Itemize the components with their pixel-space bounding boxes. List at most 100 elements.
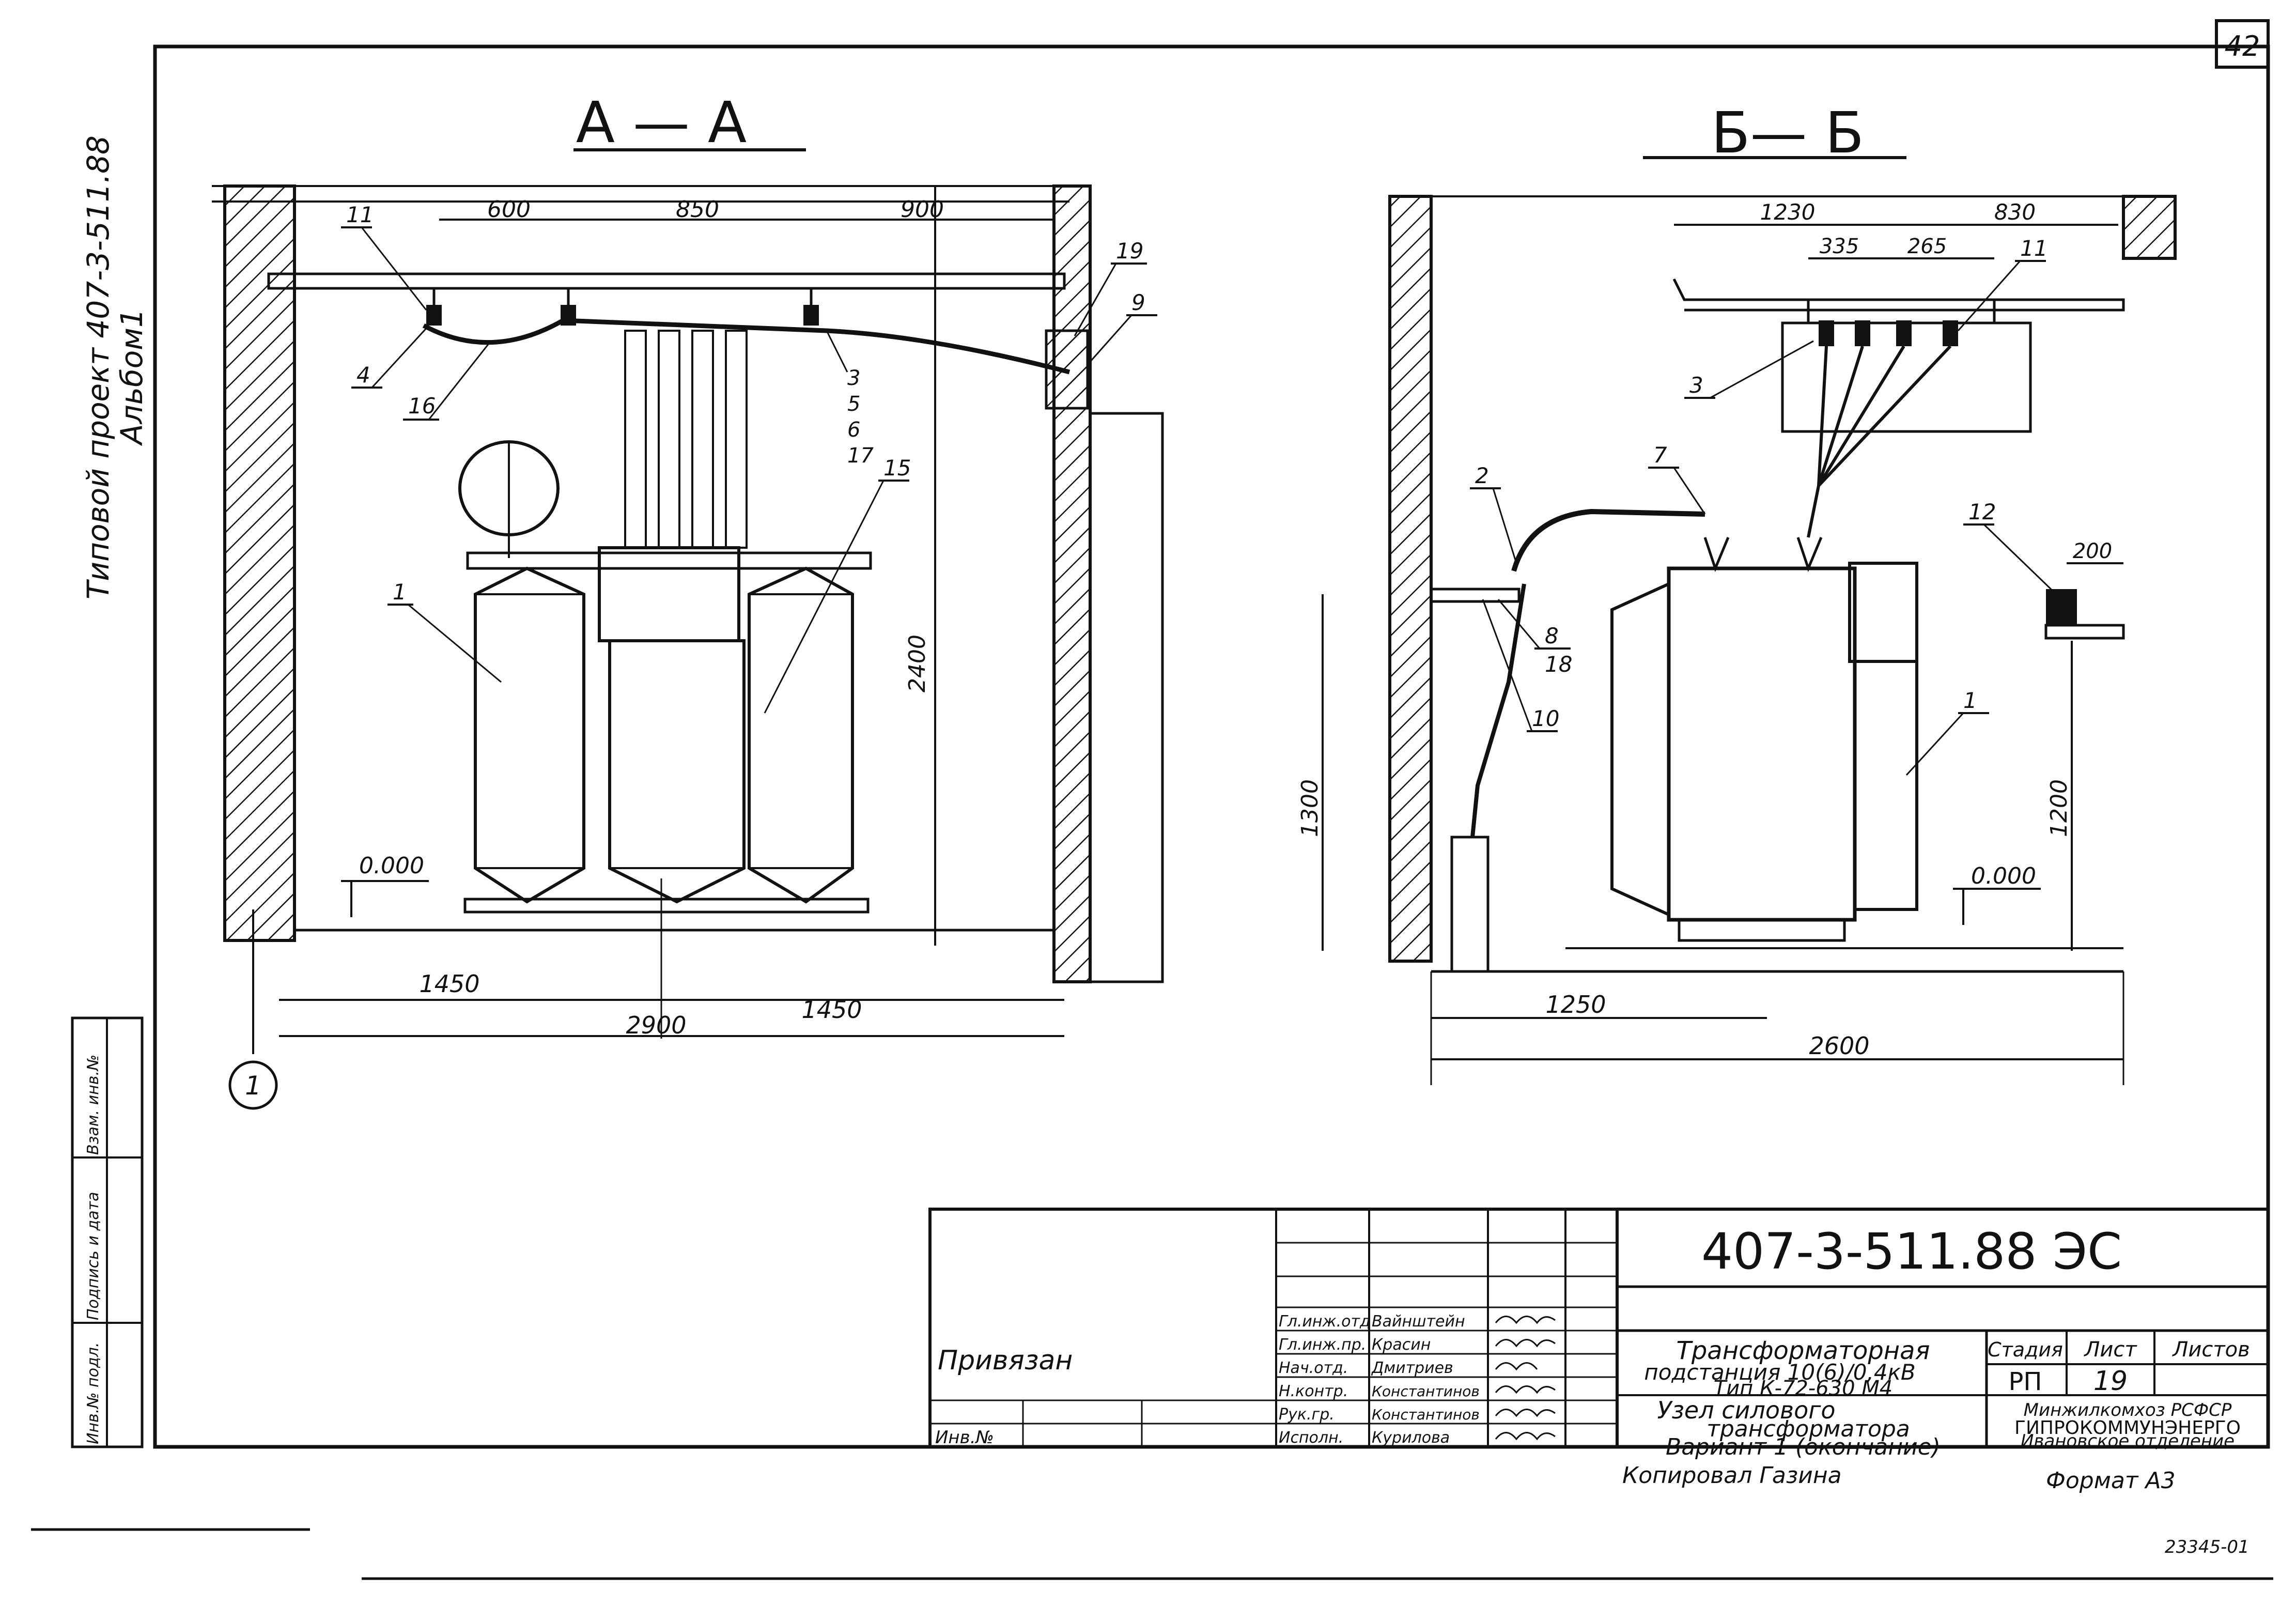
callout: 11	[346, 202, 374, 227]
dim-aa-2900: 2900	[626, 1011, 686, 1039]
role-row: Исполн.	[1279, 1429, 1343, 1447]
dim-bb-1300: 1300	[1297, 779, 1323, 837]
wall-right-aa	[1052, 184, 1092, 983]
role-row: Гл.инж.пр.	[1279, 1336, 1366, 1354]
transformer-tank-bb	[1667, 566, 1857, 922]
level-aa: 0.000	[359, 853, 424, 879]
cable-clamp	[426, 305, 442, 326]
name-row: Вайнштейн	[1372, 1312, 1465, 1331]
axis-marker	[228, 1060, 278, 1110]
dim-bb-1230: 1230	[1760, 199, 1816, 225]
callout: 1	[1963, 688, 1977, 713]
cables-bb	[1807, 345, 1952, 538]
cable-bracket	[1430, 588, 1521, 603]
title-line-2: подстанция 10(6)/0,4кВ	[1644, 1360, 1916, 1385]
sheets-label: Листов	[2171, 1338, 2250, 1362]
dim-bb-200: 200	[2073, 539, 2112, 563]
signatures	[1495, 1316, 1556, 1441]
callout: 3	[1689, 373, 1703, 398]
wall-bushing	[1045, 329, 1089, 410]
dim-aa-2400: 2400	[904, 635, 930, 692]
name-row: Курилова	[1372, 1429, 1450, 1447]
side-title-project: Типовой проект 407-3-511.88	[81, 135, 116, 599]
hv-cable-down	[1470, 583, 1526, 838]
callout: 16	[408, 393, 436, 419]
callouts-bb: 11 3 7 2 8 18 10 1 12	[1470, 236, 2057, 776]
callout: 12	[1968, 499, 1996, 524]
transformer-cover	[466, 551, 872, 570]
org-line-1: Минжилкомхоз РСФСР	[2024, 1400, 2232, 1420]
callout: 2	[1475, 463, 1489, 488]
dim-aa-1450-left: 1450	[419, 970, 479, 998]
callout: 15	[883, 455, 911, 481]
cable-pipe	[1450, 836, 1490, 973]
side-stamp-sign: Подпись и дата	[84, 1192, 102, 1321]
archive-number: 23345-01	[2165, 1537, 2250, 1557]
stage-label: Стадия	[1988, 1338, 2063, 1361]
view-bb-title: Б— Б	[1711, 100, 1864, 166]
role-row: Нач.отд.	[1279, 1359, 1348, 1377]
copy-note: Копировал Газина	[1622, 1462, 1842, 1489]
role-row: Рук.гр.	[1279, 1406, 1335, 1424]
dim-bb-1200: 1200	[2046, 779, 2072, 837]
side-title: Типовой проект 407-3-511.88 Альбом1	[81, 135, 149, 599]
name-row: Константинов	[1372, 1383, 1480, 1400]
axis-label: 1	[245, 1071, 261, 1101]
terminal-box	[598, 546, 740, 642]
title-line-3: Тип К-72-630 М4	[1714, 1377, 1892, 1400]
role-row: Гл.инж.отд	[1279, 1312, 1371, 1331]
name-row: Дмитриев	[1371, 1359, 1453, 1377]
callout: 11	[2020, 236, 2047, 261]
dim-aa-850: 850	[676, 196, 719, 223]
callout: 5	[847, 392, 860, 416]
insulators-bb	[1819, 320, 1958, 346]
dim-bb-335: 335	[1820, 235, 1859, 258]
doc-code: 407-3-511.88 ЭС	[1701, 1223, 2122, 1280]
bracket-12	[2046, 589, 2077, 625]
org-line-3: Ивановское отделение	[2021, 1431, 2235, 1451]
callout: 3	[847, 366, 860, 390]
inv-label: Инв.№	[935, 1427, 994, 1448]
callout: 10	[1532, 706, 1559, 731]
sheet-value: 19	[2093, 1366, 2128, 1397]
callouts-aa: 11 4 16 3 5 6 17 19 9 1 15	[341, 202, 1157, 714]
side-stamp: Инв.№ подл. Подпись и дата Взам. инв.№	[71, 1016, 144, 1448]
transformer-base-bb	[1678, 918, 1846, 942]
transformer-base	[463, 898, 870, 914]
ceiling-channel	[1672, 278, 2125, 312]
sheet-title-2: трансформатора	[1707, 1416, 1910, 1442]
role-row: Н.контр.	[1279, 1382, 1348, 1400]
callout: 8	[1545, 623, 1559, 648]
radiator-bb-left	[1610, 581, 1670, 917]
callout: 7	[1653, 442, 1667, 468]
dim-bb-265: 265	[1907, 235, 1947, 258]
dim-aa-600: 600	[487, 196, 531, 223]
side-stamp-replace: Взам. инв.№	[84, 1055, 102, 1155]
dim-bb-830: 830	[1994, 199, 2036, 225]
wall-right-bb	[2122, 195, 2177, 260]
level-bb: 0.000	[1971, 863, 2036, 889]
callout: 18	[1545, 652, 1572, 677]
busbar-rail-aa	[267, 272, 1066, 290]
callout: 9	[1131, 290, 1145, 315]
name-row: Красин	[1372, 1336, 1431, 1354]
view-bb: Б— Б 1230 830 335 265	[1297, 100, 2177, 1085]
callout: 17	[847, 444, 874, 468]
sheet-label: Лист	[2083, 1338, 2137, 1362]
callout: 6	[847, 418, 860, 442]
format-note: Формат А3	[2046, 1468, 2176, 1494]
dim-aa-1450-right: 1450	[801, 996, 862, 1024]
sheet-title-1: Узел силового	[1657, 1396, 1835, 1424]
title-line-1: Трансформаторная	[1677, 1336, 1930, 1365]
radiator-bb-right	[1853, 660, 1918, 911]
cable-aa	[422, 318, 1071, 375]
sheet-title-3: Вариант 1 (окончание)	[1666, 1434, 1941, 1460]
dim-bb-1250: 1250	[1545, 991, 1606, 1018]
dim-bb-2600: 2600	[1809, 1032, 1869, 1060]
bound-label: Привязан	[938, 1345, 1073, 1376]
wall-left-bb	[1388, 195, 1433, 963]
view-aa-title: А — А	[576, 89, 747, 156]
hv-cable	[1511, 508, 1705, 572]
callout: 19	[1116, 238, 1143, 264]
